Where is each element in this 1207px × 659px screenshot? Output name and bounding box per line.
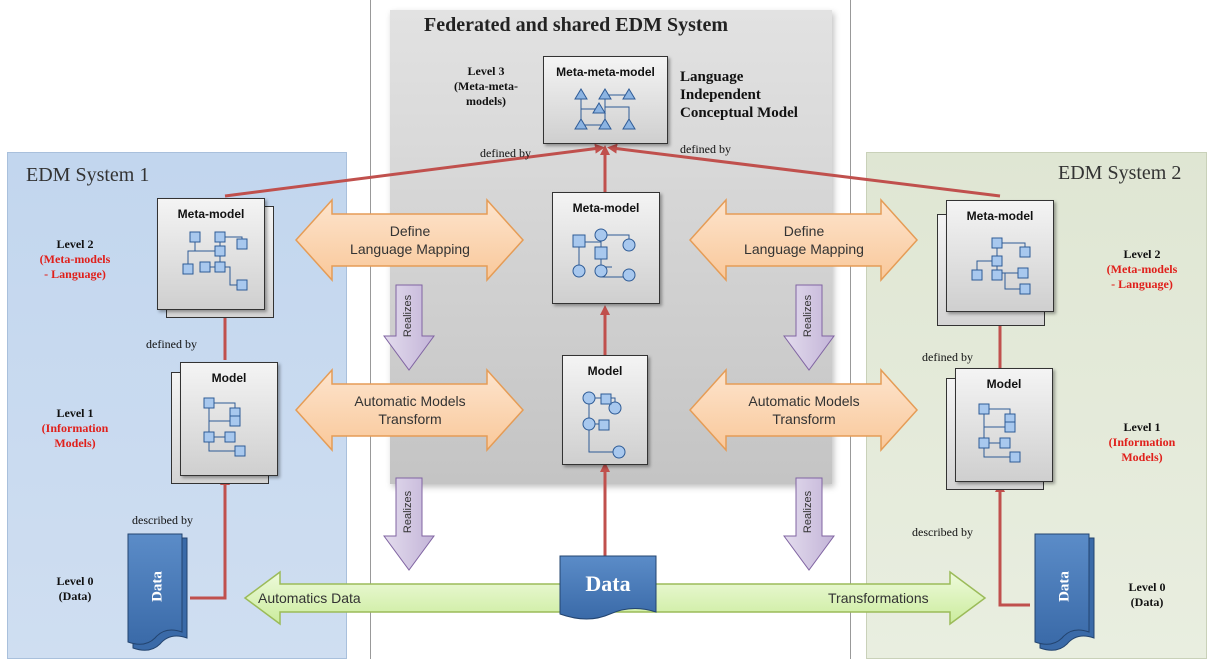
transform-text: Transform: [378, 411, 442, 427]
circle-tree-icon: [582, 391, 626, 459]
define-language-mapping-arrow-left: [294, 198, 525, 282]
center-model-box: Model: [562, 355, 648, 465]
define-mapping-text-right: Define Language Mapping: [724, 222, 884, 258]
right-data-text: Data: [1056, 571, 1073, 602]
level-3-label: Level 3 (Meta-meta- models): [436, 64, 536, 109]
define-text: Define: [389, 223, 431, 239]
level-3-sub-2: models): [466, 94, 506, 108]
right-level-2-label: Level 2 (Meta-models - Language): [1077, 247, 1207, 292]
language-mapping-text: Language Mapping: [744, 241, 864, 257]
right-described-by: described by: [912, 525, 973, 539]
left-level-1-sub-1: (Information: [41, 421, 109, 435]
federated-system-title: Federated and shared EDM System: [424, 14, 729, 36]
right-meta-model-title: Meta-model: [966, 209, 1034, 223]
description-line-1: Language: [680, 69, 744, 85]
data-document-right-stack: [1034, 533, 1095, 651]
models-transform-text-left: Automatic Models Transform: [330, 392, 490, 428]
left-model-title: Model: [211, 371, 247, 385]
automatic-models-transform-arrow-right: [688, 368, 919, 452]
automatic-models-text: Automatic Models: [748, 393, 860, 409]
left-model-box: Model: [180, 362, 278, 476]
triangle-network-icon: [574, 88, 636, 130]
realizes-arrow-lower-left: [383, 477, 435, 571]
level-3-sub-1: (Meta-meta-: [454, 79, 518, 93]
square-tree-icon: [978, 403, 1021, 463]
left-level-2-label: Level 2 (Meta-models - Language): [10, 237, 140, 282]
defined-by-right-top: defined by: [680, 142, 731, 156]
right-level-2-heading: Level 2: [1123, 247, 1161, 261]
right-level-1-label: Level 1 (Information Models): [1077, 420, 1207, 465]
right-divider-line: [850, 0, 851, 659]
language-independent-description: Language Independent Conceptual Model: [680, 68, 798, 122]
meta-meta-model-title: Meta-meta-model: [556, 65, 655, 79]
right-meta-model-box: Meta-model: [946, 200, 1054, 312]
realizes-arrow-upper-left: [383, 284, 435, 371]
realizes-arrow-lower-right: [783, 477, 835, 571]
realizes-arrow-upper-right: [783, 284, 835, 371]
realizes-text-lower-left: Realizes: [402, 490, 414, 534]
data-document-left-stack: [127, 533, 188, 651]
data-document-center: [559, 555, 657, 620]
meta-meta-model-box: Meta-meta-model: [543, 56, 668, 144]
left-level-0-label: Level 0 (Data): [10, 574, 140, 604]
left-data-text: Data: [149, 571, 166, 602]
right-level-0-heading: Level 0: [1128, 580, 1166, 594]
define-mapping-text-left: Define Language Mapping: [330, 222, 490, 258]
transform-text: Transform: [772, 411, 836, 427]
left-meta-model-box: Meta-model: [157, 198, 265, 310]
right-level-2-sub-2: - Language): [1111, 277, 1173, 291]
define-text: Define: [783, 223, 825, 239]
right-defined-by: defined by: [922, 350, 973, 364]
right-level-2-sub-1: (Meta-models: [1106, 262, 1178, 276]
right-level-0-label: Level 0 (Data): [1099, 580, 1195, 610]
right-level-0-sub: (Data): [1130, 595, 1164, 609]
define-language-mapping-arrow-right: [688, 198, 919, 282]
left-level-1-label: Level 1 (Information Models): [10, 406, 140, 451]
circle-network-icon: [572, 228, 636, 282]
square-tree-icon: [203, 397, 246, 457]
automatic-models-transform-arrow-left: [294, 368, 525, 452]
center-data-text: Data: [585, 571, 631, 596]
language-mapping-text: Language Mapping: [350, 241, 470, 257]
right-level-1-heading: Level 1: [1123, 420, 1161, 434]
automatics-data-text: Automatics Data: [258, 590, 361, 606]
right-model-title: Model: [986, 377, 1022, 391]
left-level-0-sub: (Data): [58, 589, 92, 603]
center-model-title: Model: [587, 364, 623, 378]
left-level-1-heading: Level 1: [56, 406, 94, 420]
left-level-2-sub-1: (Meta-models: [39, 252, 111, 266]
left-meta-model-title: Meta-model: [177, 207, 245, 221]
left-level-0-heading: Level 0: [56, 574, 94, 588]
center-meta-model-box: Meta-model: [552, 192, 660, 304]
description-line-3: Conceptual Model: [680, 105, 798, 121]
defined-by-left-top: defined by: [480, 146, 531, 160]
right-level-1-sub-1: (Information: [1108, 435, 1176, 449]
realizes-text-lower-right: Realizes: [802, 490, 814, 534]
right-model-box: Model: [955, 368, 1053, 482]
edm-system-1-title: EDM System 1: [26, 164, 150, 186]
transformations-text: Transformations: [828, 590, 929, 606]
red-connector-arrows: [190, 143, 1030, 607]
realizes-text-upper-left: Realizes: [402, 294, 414, 338]
left-defined-by: defined by: [146, 337, 197, 351]
edm-system-2-title: EDM System 2: [1058, 162, 1182, 184]
realizes-text-upper-right: Realizes: [802, 294, 814, 338]
square-network-icon: [182, 231, 248, 291]
center-meta-model-title: Meta-model: [572, 201, 640, 215]
level-3-heading: Level 3: [467, 64, 505, 78]
automatic-models-text: Automatic Models: [354, 393, 466, 409]
description-line-2: Independent: [680, 87, 761, 103]
left-level-2-sub-2: - Language): [44, 267, 106, 281]
left-level-2-heading: Level 2: [56, 237, 94, 251]
left-described-by: described by: [132, 513, 193, 527]
left-level-1-sub-2: Models): [54, 436, 96, 450]
right-level-1-sub-2: Models): [1121, 450, 1163, 464]
left-divider-line: [370, 0, 371, 659]
models-transform-text-right: Automatic Models Transform: [724, 392, 884, 428]
square-network-icon: [971, 237, 1031, 295]
